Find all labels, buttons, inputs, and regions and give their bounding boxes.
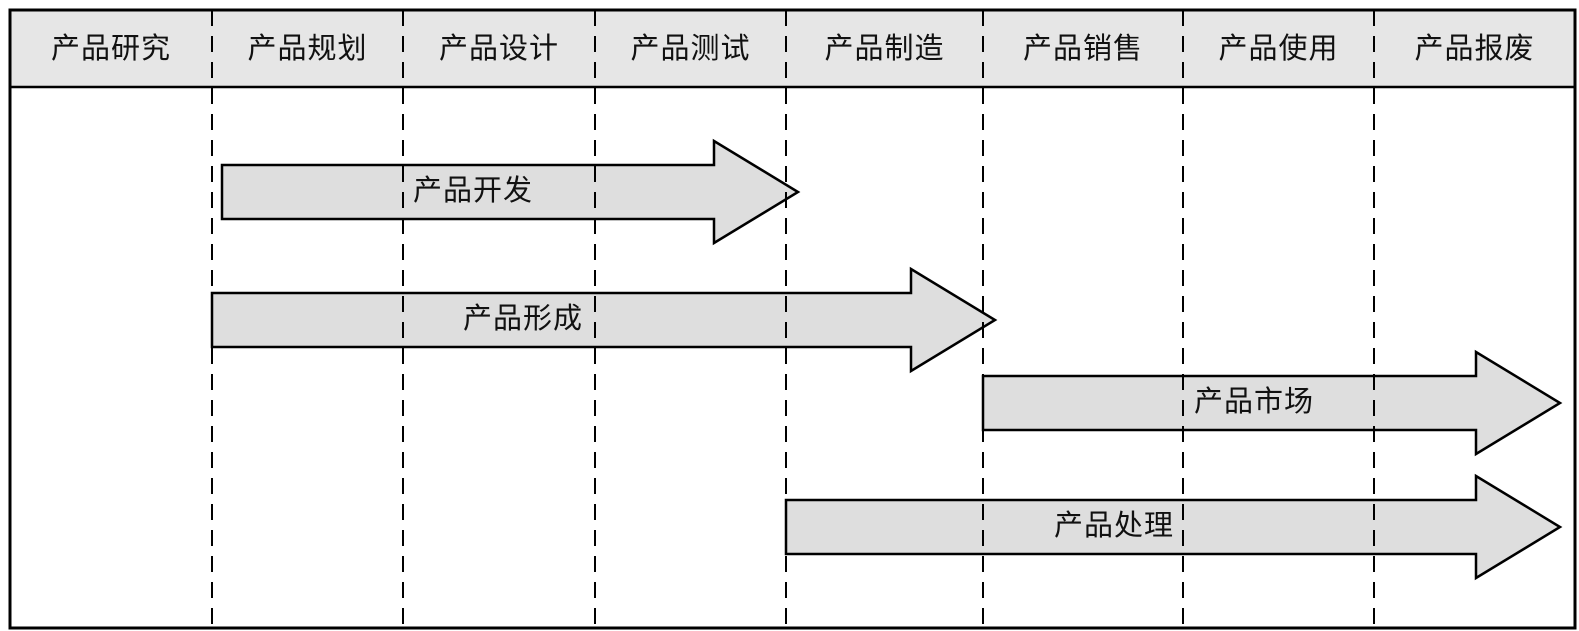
phase-arrow: [210, 266, 998, 374]
stage-header-cell: 产品制造: [824, 31, 945, 65]
stage-header-cell: 产品报废: [1414, 31, 1535, 65]
phase-arrow: [981, 349, 1563, 457]
stage-header-cell: 产品使用: [1218, 31, 1339, 65]
phase-arrow: [784, 473, 1563, 581]
phase-arrow-label: 产品市场: [1194, 384, 1315, 418]
stage-header-cell: 产品测试: [630, 31, 751, 65]
stage-header-cell: 产品研究: [50, 31, 171, 65]
phase-arrow-label: 产品开发: [413, 173, 534, 207]
stage-header-cell: 产品销售: [1022, 31, 1143, 65]
outer-frame: [8, 8, 1577, 630]
phase-arrow: [220, 138, 801, 246]
stage-header-cell: 产品规划: [247, 31, 368, 65]
phase-arrows: [210, 138, 1563, 581]
stage-header-cell: 产品设计: [438, 31, 559, 65]
phase-arrow-label: 产品处理: [1054, 508, 1175, 542]
header-band: [10, 10, 1575, 87]
phase-arrow-label: 产品形成: [463, 301, 584, 335]
